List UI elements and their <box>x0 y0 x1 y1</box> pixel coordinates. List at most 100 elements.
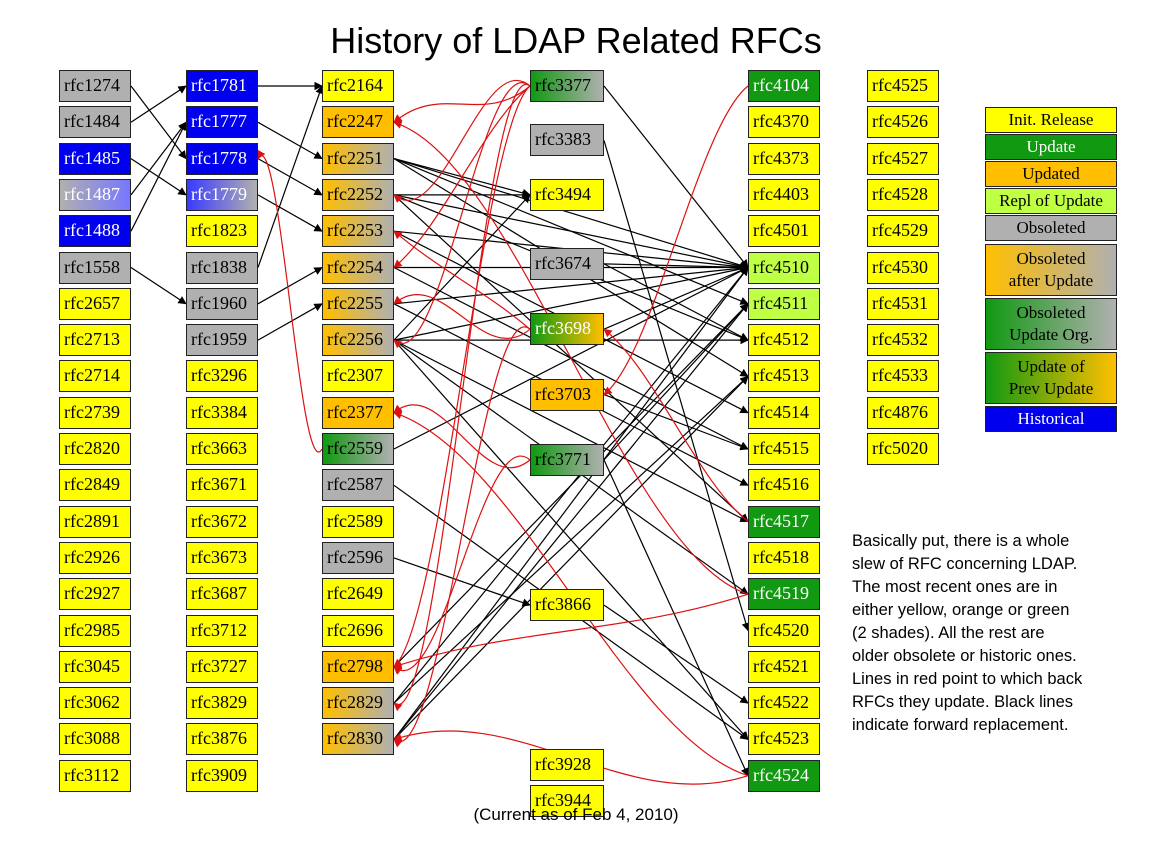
legend-item-repl: Repl of Update <box>985 188 1117 214</box>
rfc-node-rfc4526: rfc4526 <box>867 106 939 139</box>
edge-rfc2596-to-rfc3866 <box>393 557 531 607</box>
edge-rfc3771-to-rfc4524 <box>603 459 749 777</box>
rfc-node-rfc4521: rfc4521 <box>748 650 820 683</box>
edge-rfc1777-to-rfc2251 <box>257 121 323 160</box>
rfc-node-rfc4373: rfc4373 <box>748 142 820 175</box>
note-line: (2 shades). All the rest are <box>852 624 1045 642</box>
legend-item-updated: Updated <box>985 161 1117 187</box>
rfc-node-rfc3698: rfc3698 <box>530 313 604 346</box>
legend-label: Obsoleted Update Org. <box>1009 303 1093 344</box>
legend-item-obsoleted: Obsoleted <box>985 215 1117 241</box>
note-line: indicate forward replacement. <box>852 716 1069 734</box>
rfc-node-rfc4520: rfc4520 <box>748 614 820 647</box>
edge-rfc2830-to-rfc4510 <box>393 266 749 740</box>
rfc-node-rfc3383: rfc3383 <box>530 124 604 157</box>
rfc-node-rfc4370: rfc4370 <box>748 106 820 139</box>
rfc-node-rfc2377: rfc2377 <box>322 396 394 429</box>
rfc-node-rfc3112: rfc3112 <box>59 759 131 792</box>
rfc-node-rfc4403: rfc4403 <box>748 178 820 211</box>
rfc-node-rfc3045: rfc3045 <box>59 650 131 683</box>
rfc-node-rfc1487: rfc1487 <box>59 178 131 211</box>
edge-rfc2830-to-rfc4511 <box>393 303 749 740</box>
rfc-node-rfc1838: rfc1838 <box>186 251 258 284</box>
edge-rfc3771-to-rfc2377 <box>393 404 531 469</box>
rfc-node-rfc3866: rfc3866 <box>530 589 604 622</box>
edge-rfc3771-to-rfc2798 <box>393 455 531 675</box>
edge-rfc2256-to-rfc4510 <box>393 264 749 341</box>
rfc-node-rfc2849: rfc2849 <box>59 469 131 502</box>
legend-label: Obsoleted <box>1016 218 1086 237</box>
rfc-node-rfc3876: rfc3876 <box>186 723 258 756</box>
edge-rfc3377-to-rfc2256 <box>393 82 531 349</box>
rfc-node-rfc2714: rfc2714 <box>59 360 131 393</box>
note-line: The most recent ones are in <box>852 578 1058 596</box>
rfc-node-rfc3674: rfc3674 <box>530 247 604 280</box>
diagram-title: History of LDAP Related RFCs <box>330 20 822 61</box>
rfc-node-rfc5020: rfc5020 <box>867 433 939 465</box>
edge-rfc3771-to-rfc4511 <box>603 303 749 461</box>
rfc-node-rfc4531: rfc4531 <box>867 287 939 320</box>
rfc-node-rfc3727: rfc3727 <box>186 650 258 683</box>
rfc-node-rfc4532: rfc4532 <box>867 324 939 357</box>
rfc-node-rfc4525: rfc4525 <box>867 70 939 102</box>
rfc-node-rfc1274: rfc1274 <box>59 70 131 102</box>
edge-rfc3674-to-rfc4512 <box>603 263 749 341</box>
rfc-node-rfc2739: rfc2739 <box>59 396 131 429</box>
edge-rfc2559-to-rfc1778 <box>257 149 323 453</box>
edge-rfc1488-to-rfc1777 <box>130 121 187 232</box>
rfc-node-rfc2927: rfc2927 <box>59 578 131 611</box>
rfc-node-rfc1823: rfc1823 <box>186 215 258 248</box>
rfc-node-rfc4512: rfc4512 <box>748 324 820 357</box>
edge-rfc3377-to-rfc4510 <box>603 85 749 269</box>
edge-rfc3377-to-rfc2829 <box>393 83 531 712</box>
legend-label: Updated <box>1022 164 1080 183</box>
edge-rfc2251-to-rfc4510 <box>393 158 749 270</box>
rfc-node-rfc1778: rfc1778 <box>186 142 258 175</box>
rfc-node-rfc3088: rfc3088 <box>59 723 131 756</box>
rfc-node-rfc2256: rfc2256 <box>322 324 394 357</box>
edge-rfc2252-to-rfc4510 <box>393 194 749 271</box>
rfc-node-rfc1781: rfc1781 <box>186 70 258 102</box>
rfc-node-rfc4511: rfc4511 <box>748 287 820 320</box>
rfc-node-rfc2926: rfc2926 <box>59 541 131 574</box>
edge-rfc1838-to-rfc2164 <box>257 85 324 268</box>
rfc-node-rfc2713: rfc2713 <box>59 324 131 357</box>
rfc-node-rfc4876: rfc4876 <box>867 396 939 429</box>
edge-rfc3377-to-rfc2798 <box>393 85 531 668</box>
legend-item-update-prev: Update of Prev Update <box>985 352 1117 404</box>
edge-rfc2256-to-rfc3494 <box>393 194 531 341</box>
rfc-node-rfc1777: rfc1777 <box>186 106 258 139</box>
rfc-node-rfc1779: rfc1779 <box>186 178 258 211</box>
legend-label: Update <box>1026 137 1076 156</box>
legend-item-obs-after: Obsoleted after Update <box>985 244 1117 296</box>
rfc-node-rfc3296: rfc3296 <box>186 360 258 393</box>
edge-rfc2830-to-rfc4513 <box>393 375 749 740</box>
rfc-node-rfc4524: rfc4524 <box>748 759 820 792</box>
rfc-node-rfc2255: rfc2255 <box>322 287 394 320</box>
rfc-node-rfc1558: rfc1558 <box>59 251 131 284</box>
rfc-node-rfc2830: rfc2830 <box>322 723 394 756</box>
rfc-node-rfc3384: rfc3384 <box>186 396 258 429</box>
edge-rfc4519-to-rfc2798 <box>393 593 749 669</box>
edge-rfc3674-to-rfc4510 <box>603 263 749 272</box>
edge-rfc3698-to-rfc2253 <box>393 230 531 330</box>
edge-rfc1960-to-rfc2254 <box>257 266 323 305</box>
note-line: RFCs they update. Black lines <box>852 693 1074 711</box>
rfc-node-rfc2589: rfc2589 <box>322 505 394 538</box>
edge-rfc4104-to-rfc3703 <box>603 85 749 396</box>
rfc-node-rfc1485: rfc1485 <box>59 142 131 175</box>
edge-rfc3383-to-rfc4520 <box>603 140 750 632</box>
rfc-node-rfc4523: rfc4523 <box>748 723 820 756</box>
rfc-node-rfc3672: rfc3672 <box>186 505 258 538</box>
rfc-node-rfc1960: rfc1960 <box>186 287 258 320</box>
legend-label: Update of Prev Update <box>1008 357 1094 398</box>
rfc-node-rfc4514: rfc4514 <box>748 396 820 429</box>
legend-label: Historical <box>1017 409 1085 428</box>
rfc-node-rfc4501: rfc4501 <box>748 215 820 248</box>
edge-rfc1487-to-rfc1777 <box>130 121 187 196</box>
rfc-node-rfc1959: rfc1959 <box>186 324 258 357</box>
rfc-node-rfc2254: rfc2254 <box>322 251 394 284</box>
rfc-node-rfc2253: rfc2253 <box>322 215 394 248</box>
edge-rfc4519-to-rfc2247 <box>393 120 749 595</box>
rfc-node-rfc4527: rfc4527 <box>867 142 939 175</box>
